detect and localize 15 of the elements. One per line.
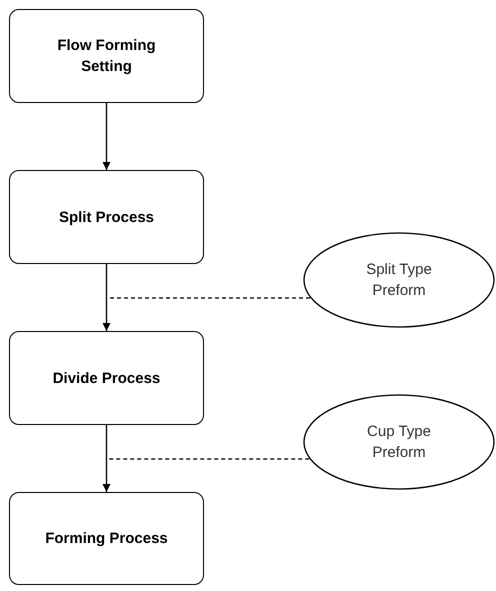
process-box xyxy=(9,170,204,264)
dashed-line xyxy=(107,297,310,299)
arrow xyxy=(102,264,110,331)
box-label: Split Process xyxy=(58,208,154,228)
process-box xyxy=(9,492,204,585)
ellipse-label: Split Type Preform xyxy=(365,260,433,301)
process-box xyxy=(9,331,204,425)
process-box xyxy=(9,9,204,103)
arrow xyxy=(102,425,110,492)
box-label: Flow Forming Setting xyxy=(56,36,157,77)
box-label: Forming Process xyxy=(45,529,168,549)
dashed-line xyxy=(107,458,310,460)
ellipse-label: Cup Type Preform xyxy=(366,422,432,463)
arrow xyxy=(102,103,110,170)
box-label: Divide Process xyxy=(52,368,160,388)
